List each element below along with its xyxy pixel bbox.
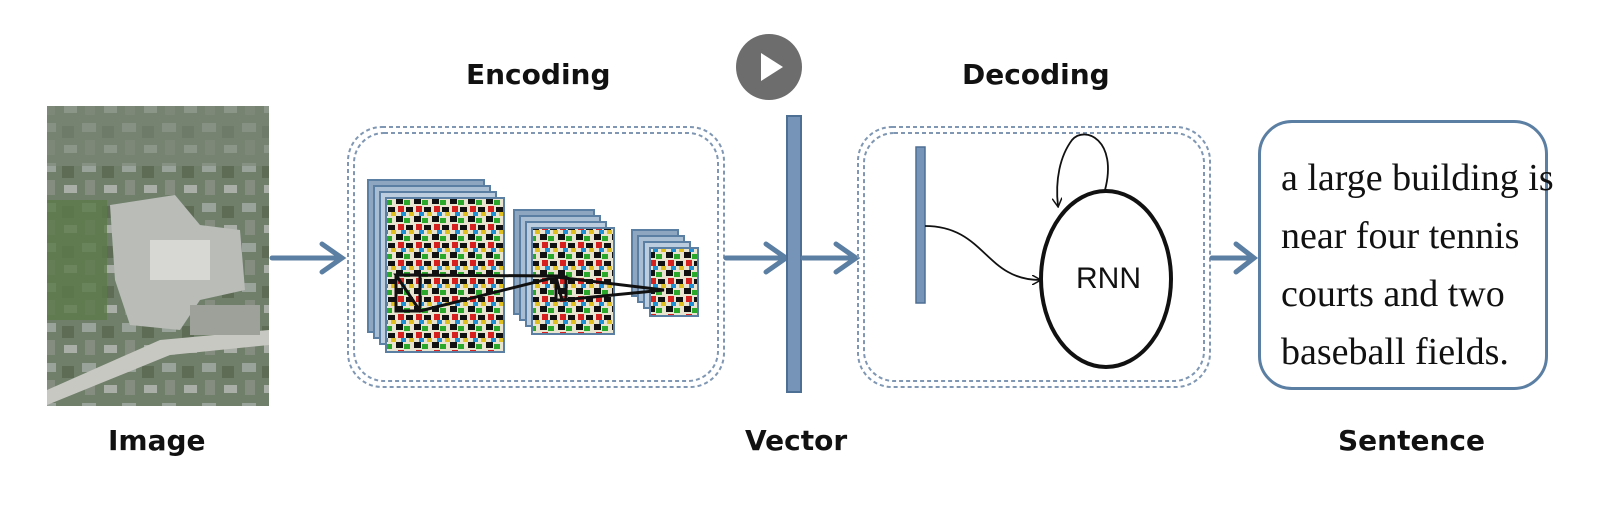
decoder-box: [857, 126, 1211, 388]
vector-bar: [786, 115, 802, 393]
rnn-node: [1039, 189, 1173, 369]
sentence-label: Sentence: [1338, 424, 1485, 457]
decoder-input-bar: [915, 146, 926, 304]
output-sentence-box: a large building is near four tennis cou…: [1258, 120, 1554, 390]
play-icon: [761, 53, 783, 81]
image-label: Image: [108, 424, 206, 457]
decoding-label: Decoding: [962, 58, 1110, 91]
arrow-decoder-to-sentence: [1209, 241, 1259, 275]
rnn-self-loop-arrow: [1057, 133, 1109, 206]
arrow-image-to-encoder: [269, 241, 347, 275]
vector-label: Vector: [745, 424, 848, 457]
caption-line: a large building is: [1281, 157, 1554, 199]
feature-map-stack-small: [631, 229, 699, 317]
receptive-field-lines: [393, 273, 665, 313]
cnn-feature-maps: [367, 179, 699, 353]
feature-map-stack-medium: [513, 209, 615, 335]
input-aerial-image: [47, 106, 269, 406]
decoder-input-arrow: [924, 225, 1040, 280]
rnn-label: RNN: [1076, 262, 1141, 295]
arrow-encoder-to-vector: [723, 241, 791, 275]
arrow-vector-to-decoder: [800, 241, 861, 275]
play-button[interactable]: [736, 34, 802, 100]
caption-line: baseball fields.: [1281, 331, 1509, 373]
feature-map-stack-large: [367, 179, 505, 353]
caption-line: near four tennis: [1281, 215, 1520, 257]
encoding-label: Encoding: [466, 58, 611, 91]
caption-line: courts and two: [1281, 273, 1505, 315]
